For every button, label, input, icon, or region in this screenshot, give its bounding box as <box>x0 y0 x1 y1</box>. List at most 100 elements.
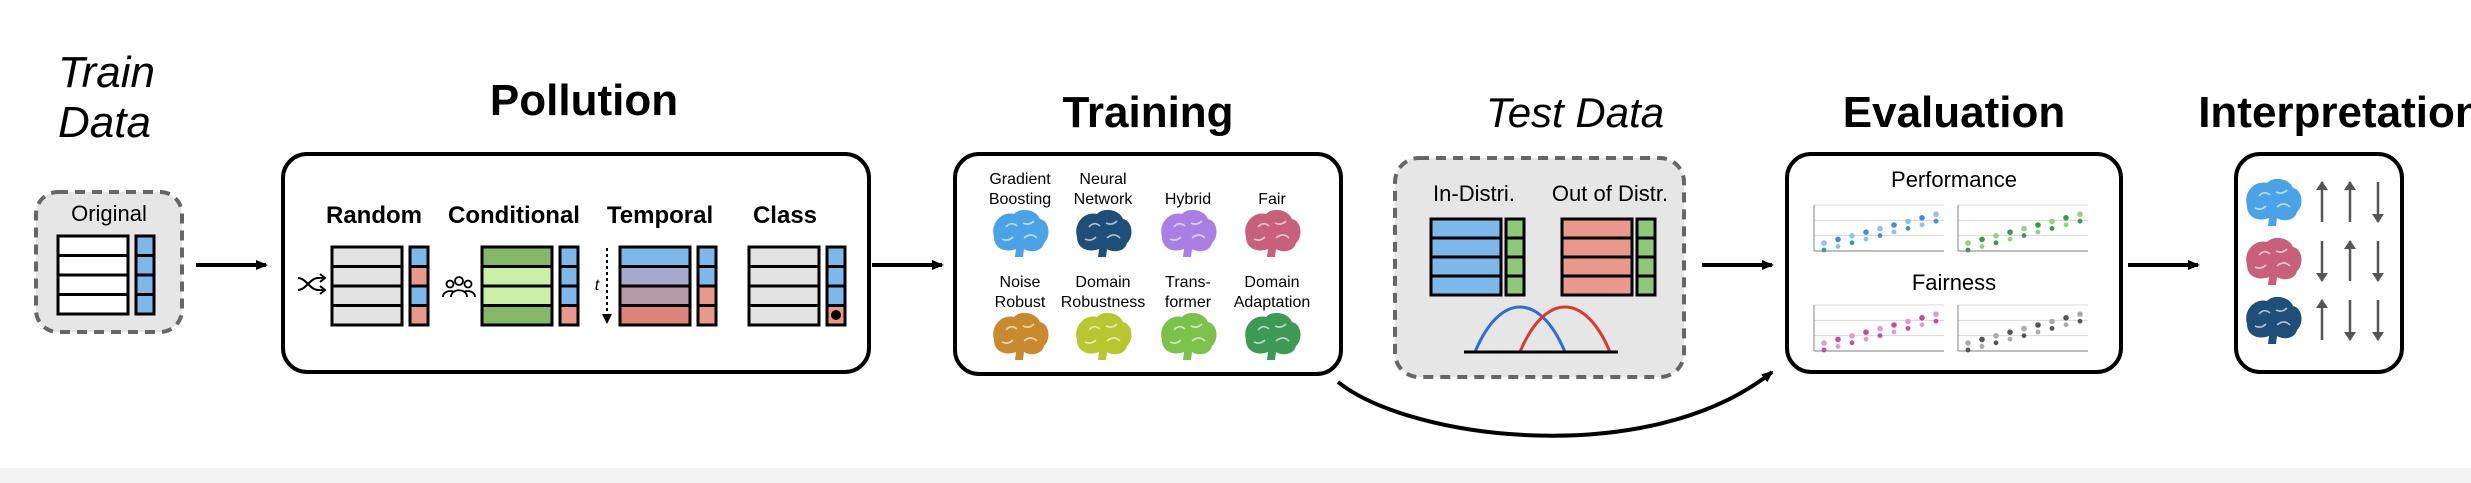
plot-point <box>1979 336 1985 343</box>
plot-point <box>2021 233 2027 239</box>
plot-point <box>1835 344 1841 349</box>
brain-icon <box>2246 178 2302 226</box>
time-axis-label: t <box>595 277 600 294</box>
plot-point <box>1891 322 1897 328</box>
plot-point <box>1905 326 1911 331</box>
plot-point <box>2077 318 2083 324</box>
class-table <box>747 245 847 327</box>
plot-point <box>1849 233 1855 239</box>
brain-icon <box>993 209 1049 257</box>
testdata-panel <box>1393 156 1686 379</box>
model-label-line2: Robustness <box>1061 294 1146 311</box>
plot-point <box>1835 236 1841 243</box>
plot-point <box>2035 222 2041 228</box>
arrow-up-icon <box>2316 299 2328 340</box>
in-distribution-table <box>1429 217 1526 297</box>
plot-point <box>2021 325 2027 332</box>
plot-point <box>1905 318 1911 325</box>
plot-point <box>2035 329 2041 335</box>
plot-point <box>1919 315 1925 321</box>
original-label: Original <box>71 201 147 226</box>
plot-point <box>2007 229 2013 235</box>
plot-point <box>1891 222 1897 228</box>
mini-plot <box>1813 304 1944 353</box>
plot-point <box>2063 215 2069 221</box>
plot-point <box>1993 233 1999 239</box>
training-panel <box>953 152 1343 376</box>
pollution-type-temporal: Temporal <box>607 202 713 229</box>
brain-icon <box>993 312 1049 360</box>
plot-point <box>2007 336 2013 342</box>
plot-point <box>1979 236 1985 243</box>
model-label-line2: former <box>1165 294 1212 311</box>
train-data-section: Train Data Original <box>34 48 184 334</box>
plot-point <box>1835 336 1841 343</box>
mini-plot <box>1957 204 2088 253</box>
plot-point <box>1933 211 1939 217</box>
model-label-line1: Noise <box>1000 274 1041 291</box>
model-label-line1: Gradient <box>989 171 1051 188</box>
pollution-type-class: Class <box>753 202 817 229</box>
plot-point <box>1849 240 1855 246</box>
temporal-table <box>618 245 718 327</box>
plot-point <box>1849 333 1855 339</box>
plot-point <box>1979 344 1985 349</box>
plot-point <box>2063 315 2069 321</box>
plot-point <box>1849 340 1855 346</box>
performance-label: Performance <box>1891 167 2017 192</box>
plot-point <box>1933 218 1939 224</box>
mini-plot <box>1813 204 1944 253</box>
plot-point <box>1919 322 1925 328</box>
class-marker-dot <box>831 310 841 320</box>
evaluation-mini-plots <box>1813 204 2088 353</box>
fairness-label: Fairness <box>1912 270 1996 295</box>
plot-point <box>2049 326 2055 331</box>
training-title: Training <box>1062 88 1233 137</box>
arrow-down-icon <box>2372 300 2384 341</box>
evaluation-section: Evaluation Performance Fairness <box>1785 88 2123 374</box>
evaluation-panel <box>1785 152 2123 374</box>
plot-point <box>1993 333 1999 339</box>
plot-point <box>1965 340 1971 346</box>
plot-point <box>1979 244 1985 249</box>
pollution-section: Pollution Random Conditional Temporal Cl… <box>281 76 871 374</box>
brain-icon <box>1076 312 1132 360</box>
plot-point <box>2049 218 2055 225</box>
plot-point <box>2021 333 2027 338</box>
shuffle-icon <box>297 273 327 295</box>
arrow-training-to-evaluation <box>1336 370 1774 438</box>
model-label-line1: Neural <box>1079 171 1126 188</box>
mini-plot <box>1957 304 2088 353</box>
brain-icon <box>2246 296 2302 344</box>
model-label-line2: Boosting <box>989 191 1051 208</box>
brain-icon <box>1161 209 1217 257</box>
plot-point <box>2007 236 2013 242</box>
arrow-up-icon <box>2316 181 2328 222</box>
plot-point <box>1965 247 1971 253</box>
brain-icon <box>1245 312 1301 360</box>
pipeline-svg: Train Data Original Pollution Random Con… <box>34 48 2471 438</box>
plot-point <box>1933 318 1939 324</box>
plot-point <box>1891 329 1897 335</box>
original-table <box>56 234 156 316</box>
model-label-line2: Hybrid <box>1165 191 1211 208</box>
plot-point <box>2021 225 2027 232</box>
plot-point <box>2063 222 2069 228</box>
people-group-icon <box>442 276 476 298</box>
plot-point <box>1821 347 1827 353</box>
plot-point <box>1905 226 1911 231</box>
train-title-line1: Train <box>58 48 155 97</box>
arrow-down-icon <box>2372 182 2384 223</box>
plot-point <box>1919 222 1925 228</box>
interpretation-rows <box>2246 178 2384 344</box>
model-label-line2: Fair <box>1258 191 1286 208</box>
plot-point <box>1877 225 1883 232</box>
model-label-line1: Trans- <box>1165 274 1211 291</box>
arrow-down-icon <box>2344 300 2356 341</box>
plot-point <box>2077 311 2083 318</box>
plot-point <box>1965 347 1971 353</box>
arrow-up-icon <box>2344 240 2356 281</box>
